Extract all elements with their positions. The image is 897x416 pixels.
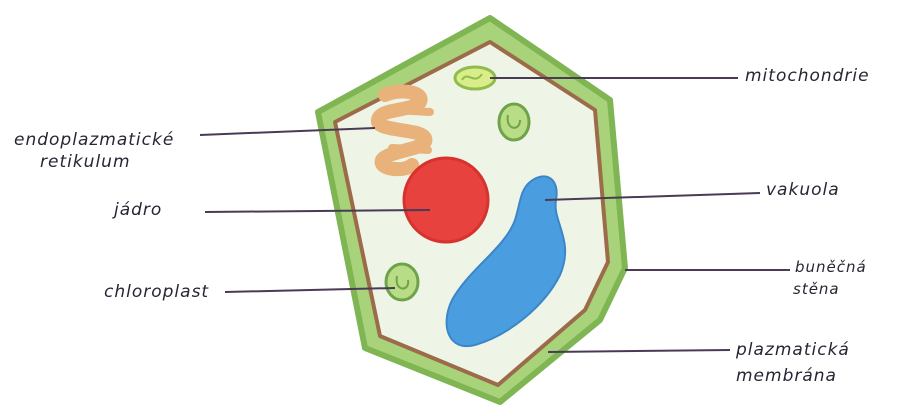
label-cell-wall-line1: buněčná: [795, 258, 867, 276]
label-cell-wall-line2: stěna: [793, 280, 840, 298]
label-membrane-line1: plazmatická: [736, 340, 850, 360]
nucleus: [404, 158, 488, 242]
label-vacuole: vakuola: [766, 180, 840, 200]
label-er-line2: retikulum: [40, 152, 131, 172]
label-nucleus: jádro: [114, 200, 162, 220]
chloroplast-lower: [386, 264, 418, 300]
leader-line-membrane: [548, 350, 730, 352]
label-mitochondria: mitochondrie: [745, 66, 870, 86]
label-membrane-line2: membrána: [736, 366, 837, 386]
chloroplast-upper: [499, 104, 529, 140]
mitochondrion: [455, 67, 495, 89]
label-er-line1: endoplazmatické: [14, 130, 174, 150]
label-chloroplast: chloroplast: [104, 282, 209, 302]
